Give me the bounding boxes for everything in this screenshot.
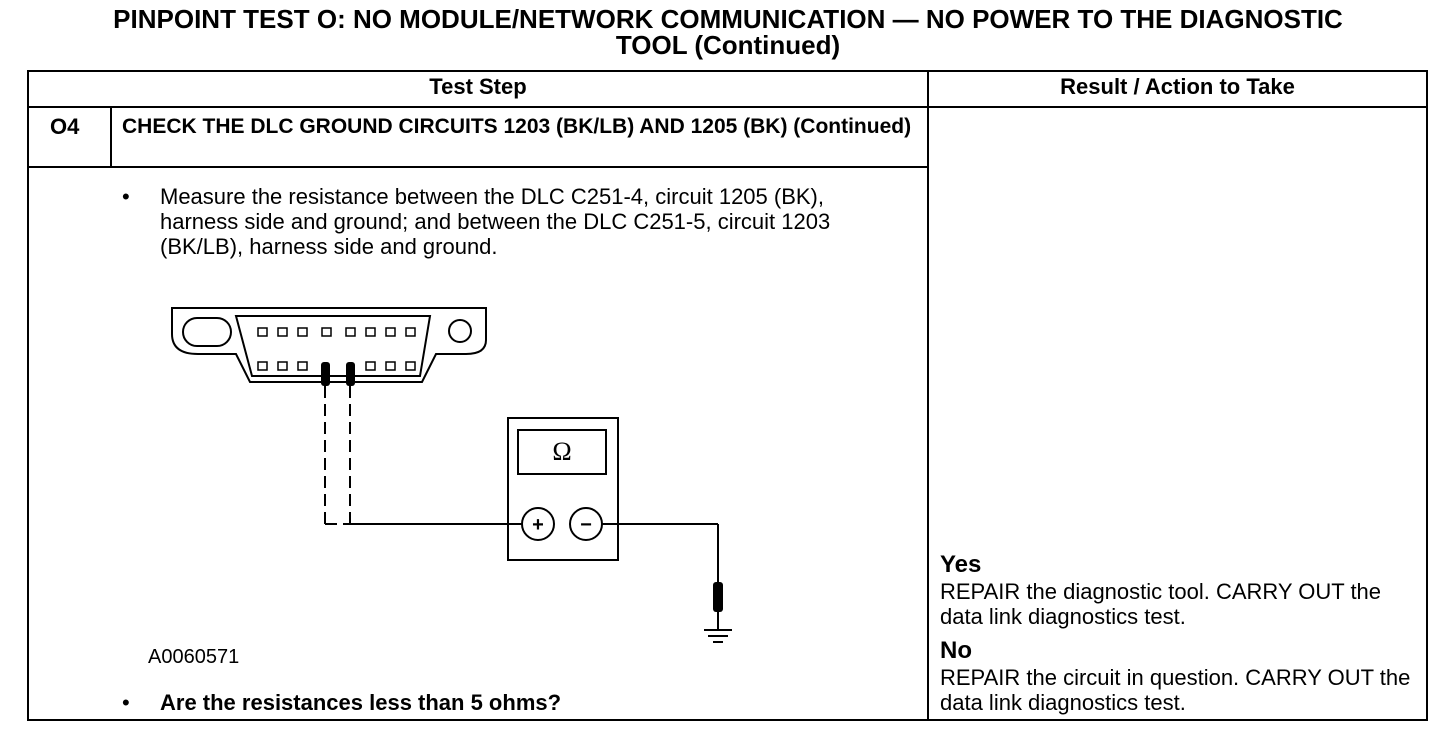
step-id-divider [110,106,112,168]
step-id: O4 [50,114,80,139]
bullet-1: • [122,184,130,209]
page-title: PINPOINT TEST O: NO MODULE/NETWORK COMMU… [0,6,1456,58]
bullet-2: • [122,690,130,715]
probe-tips [321,362,355,386]
ground-probe [713,582,723,612]
title-line-2: TOOL (Continued) [615,30,841,60]
meter-plus-terminal: + [532,514,544,536]
header-test-step: Test Step [429,74,527,99]
column-divider [927,70,929,721]
header-result-action: Result / Action to Take [1060,74,1295,99]
figure-id: A0060571 [148,646,240,668]
yes-action: REPAIR the diagnostic tool. CARRY OUT th… [940,579,1382,629]
question-text: Are the resistances less than 5 ohms? [160,690,562,715]
step-heading: CHECK THE DLC GROUND CIRCUITS 1203 (BK/L… [122,115,912,138]
no-label: No [940,637,972,664]
dlc-pins [257,327,416,371]
header-divider [27,106,1428,108]
test-table [27,70,1428,721]
step-divider [27,166,929,168]
title-line-1: PINPOINT TEST O: NO MODULE/NETWORK COMMU… [113,4,1343,34]
probe-leads [324,386,351,525]
dlc-connector [171,307,487,383]
ohm-symbol: Ω [552,437,571,466]
yes-label: Yes [940,551,982,578]
meter-minus-terminal: − [580,514,592,536]
ohmmeter [507,417,619,561]
instruction-text: Measure the resistance between the DLC C… [160,184,831,259]
no-action: REPAIR the circuit in question. CARRY OU… [940,665,1411,715]
meter-wires [350,523,732,643]
